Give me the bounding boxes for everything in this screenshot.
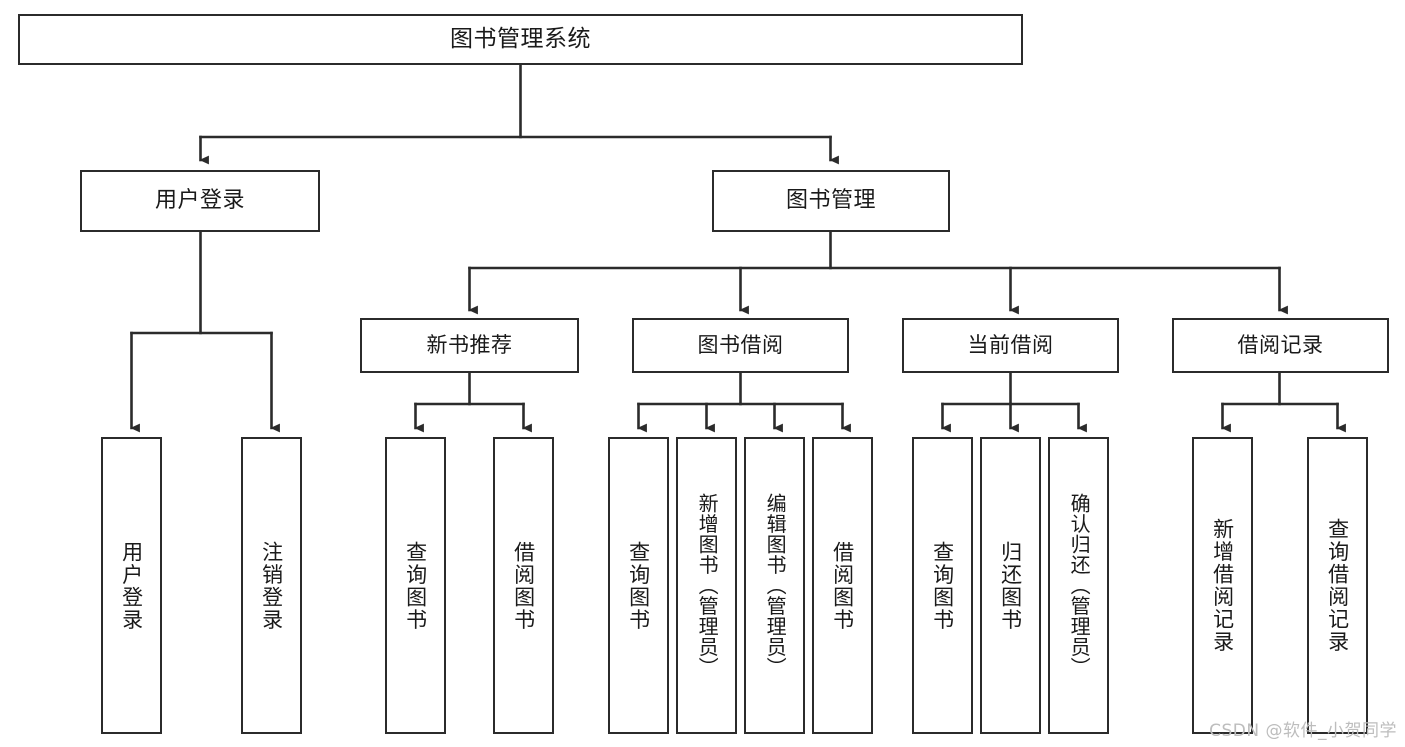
node-new-book-recommend[interactable]: 新书推荐 (360, 318, 579, 373)
leaf-current-return-book-label: 归还图书 (998, 540, 1023, 631)
leaf-new-book-borrow[interactable]: 借阅图书 (493, 437, 554, 734)
leaf-record-query-label: 查询借阅记录 (1325, 518, 1350, 653)
leaf-current-return-book[interactable]: 归还图书 (980, 437, 1041, 734)
leaf-user-login-signin[interactable]: 用户登录 (101, 437, 162, 734)
node-root-label: 图书管理系统 (450, 25, 591, 52)
leaf-record-add[interactable]: 新增借阅记录 (1192, 437, 1253, 734)
node-borrow-record-label: 借阅记录 (1237, 332, 1324, 357)
leaf-borrow-edit-book-admin[interactable]: 编辑图书（管理员） (744, 437, 805, 734)
leaf-record-add-label: 新增借阅记录 (1210, 518, 1235, 653)
leaf-record-query[interactable]: 查询借阅记录 (1307, 437, 1368, 734)
leaf-current-query-book-label: 查询图书 (930, 540, 955, 631)
node-current-borrow[interactable]: 当前借阅 (902, 318, 1119, 373)
node-root[interactable]: 图书管理系统 (18, 14, 1023, 65)
node-user-login[interactable]: 用户登录 (80, 170, 320, 232)
leaf-borrow-edit-book-admin-label: 编辑图书（管理员） (763, 493, 788, 678)
leaf-new-book-borrow-label: 借阅图书 (511, 540, 536, 631)
watermark-text: CSDN @软件_小贺同学 (1209, 721, 1397, 741)
leaf-user-login-signout-label: 注销登录 (259, 540, 284, 631)
leaf-borrow-add-book-admin[interactable]: 新增图书（管理员） (676, 437, 737, 734)
leaf-borrow-query-book[interactable]: 查询图书 (608, 437, 669, 734)
leaf-borrow-borrow-book[interactable]: 借阅图书 (812, 437, 873, 734)
leaf-user-login-signin-label: 用户登录 (119, 540, 144, 631)
node-book-management[interactable]: 图书管理 (712, 170, 950, 232)
node-new-book-recommend-label: 新书推荐 (426, 332, 513, 357)
leaf-borrow-query-book-label: 查询图书 (626, 540, 651, 631)
node-book-management-label: 图书管理 (785, 187, 876, 213)
leaf-user-login-signout[interactable]: 注销登录 (241, 437, 302, 734)
leaf-new-book-query-label: 查询图书 (403, 540, 428, 631)
leaf-current-confirm-return-admin[interactable]: 确认归还（管理员） (1048, 437, 1109, 734)
leaf-current-confirm-return-admin-label: 确认归还（管理员） (1067, 493, 1092, 678)
node-book-borrow-label: 图书借阅 (697, 332, 784, 357)
leaf-borrow-add-book-admin-label: 新增图书（管理员） (695, 493, 720, 678)
node-user-login-label: 用户登录 (154, 187, 245, 213)
leaf-new-book-query[interactable]: 查询图书 (385, 437, 446, 734)
node-borrow-record[interactable]: 借阅记录 (1172, 318, 1389, 373)
node-book-borrow[interactable]: 图书借阅 (632, 318, 849, 373)
leaf-borrow-borrow-book-label: 借阅图书 (830, 540, 855, 631)
leaf-current-query-book[interactable]: 查询图书 (912, 437, 973, 734)
node-current-borrow-label: 当前借阅 (967, 332, 1054, 357)
